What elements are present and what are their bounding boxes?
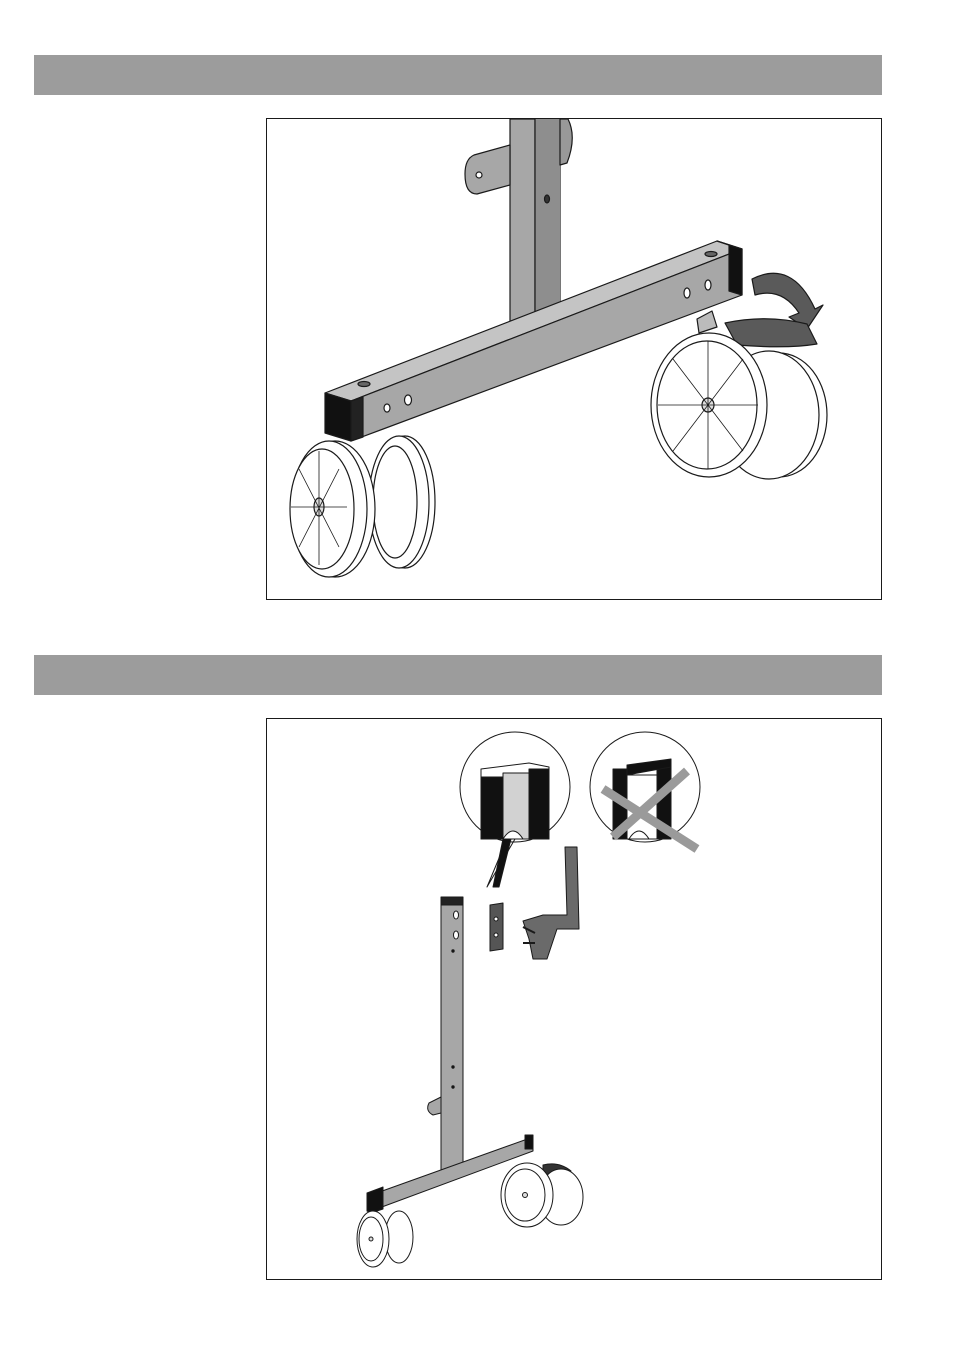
upright-post [441, 899, 463, 1171]
detail-correct-icon [460, 732, 570, 887]
spacer-plate [490, 903, 503, 951]
wheel-pair-left [290, 436, 435, 577]
frame-assembly-illustration [267, 119, 881, 599]
bracket-assembly-illustration [267, 719, 881, 1279]
detail-wrong-icon [590, 732, 700, 849]
illustration-frame-2 [266, 718, 882, 1280]
section-header-bar-1 [34, 55, 882, 95]
mounting-plate-right [560, 119, 572, 165]
mounting-plate [428, 1097, 441, 1115]
castor-wheel-right [651, 311, 827, 479]
wheel-pair-left [357, 1211, 413, 1267]
section-header-bar-2 [34, 655, 882, 695]
mounting-plate-left [465, 145, 510, 194]
illustration-frame-1 [266, 118, 882, 600]
beam-end-cap-left [325, 393, 351, 441]
castor-wheel-right [501, 1163, 583, 1227]
